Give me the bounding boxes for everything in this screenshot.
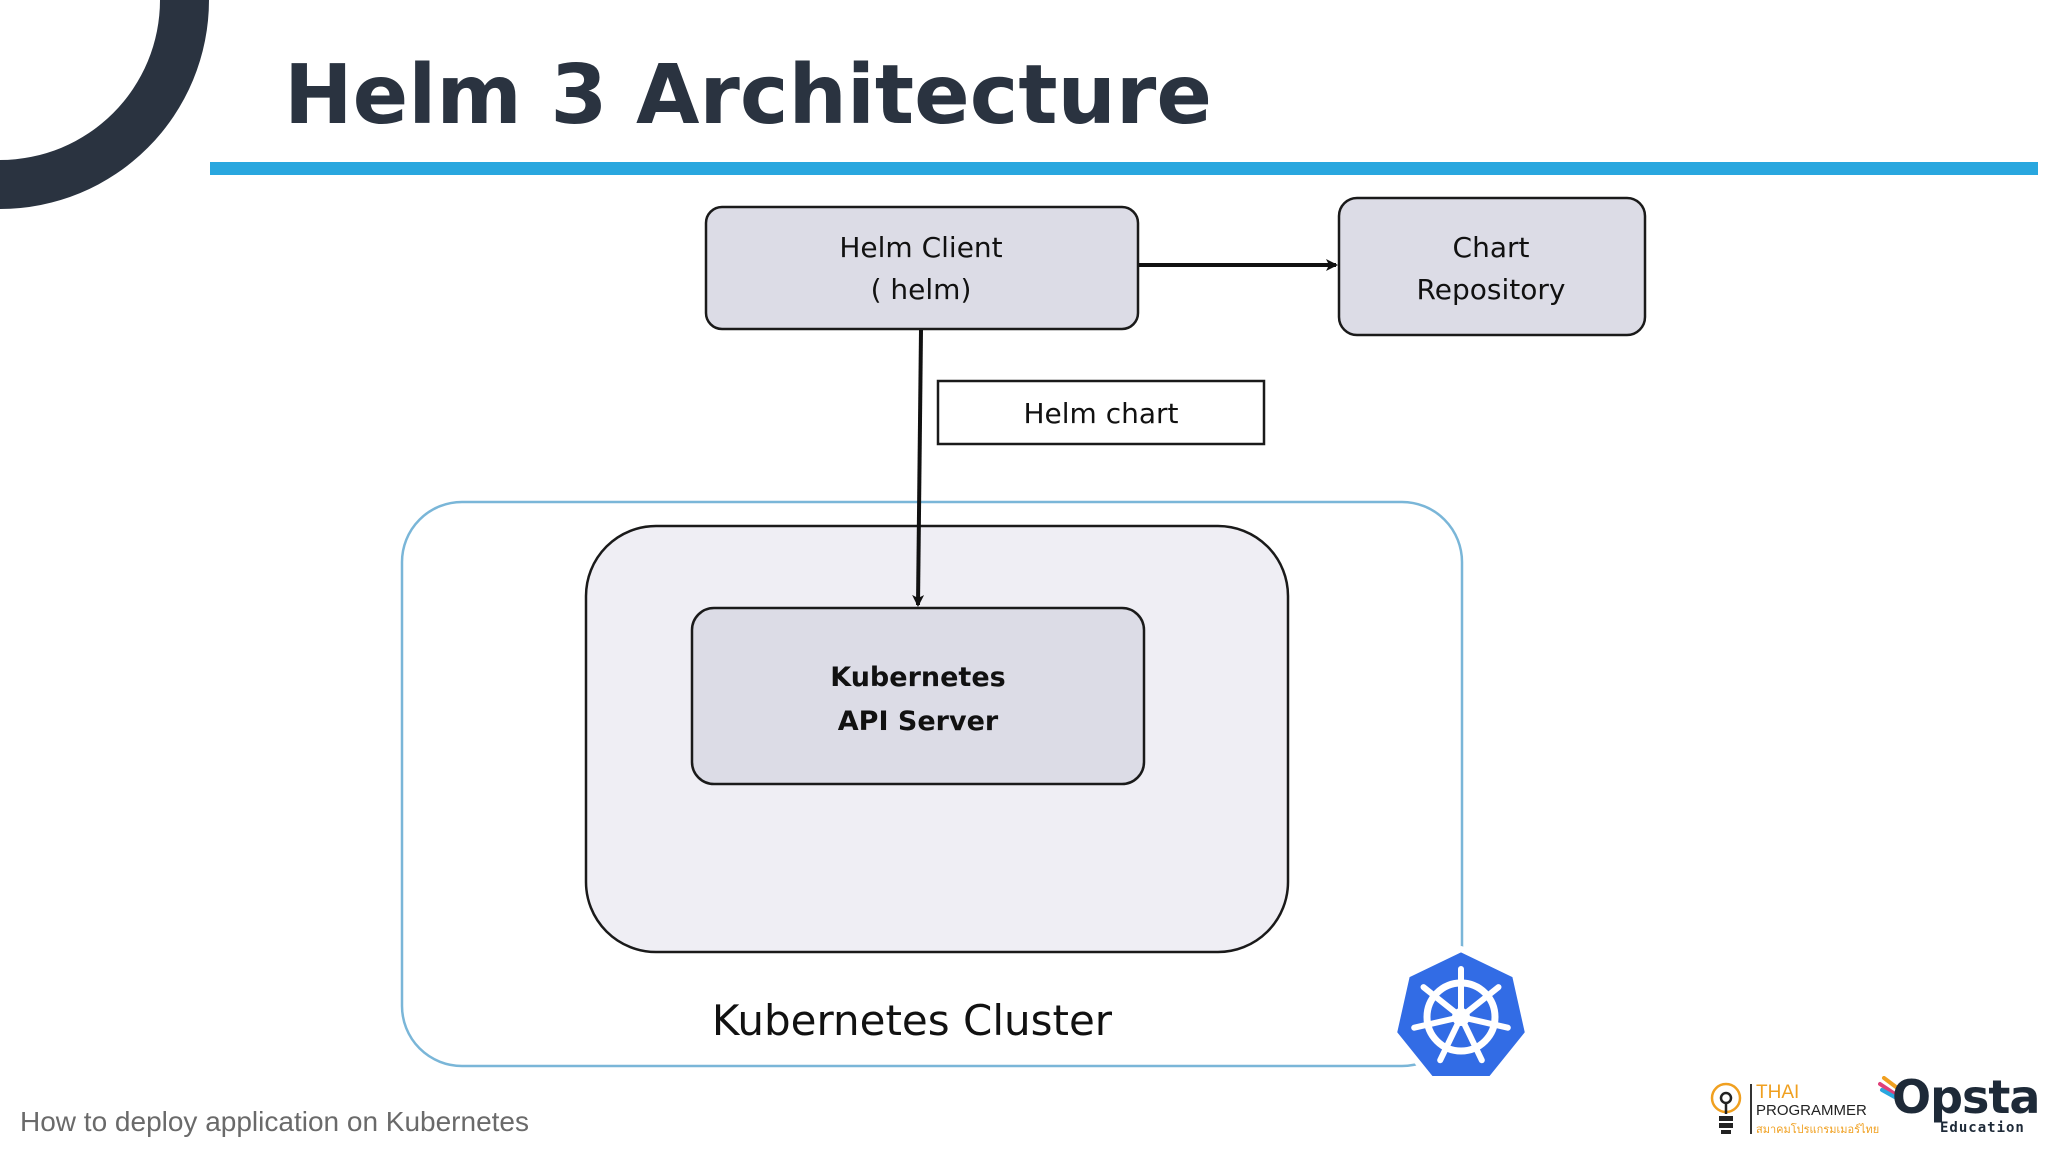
api-server-label-line2: API Server <box>838 706 999 737</box>
api-server-box <box>690 606 1146 786</box>
title-underline <box>210 162 2038 175</box>
corner-arc-decoration <box>0 0 209 209</box>
helm-client-box <box>704 205 1140 331</box>
opsta-swoosh-icon <box>1878 1076 1902 1102</box>
api-server-label-line1: Kubernetes <box>830 662 1005 693</box>
thai-programmer-logo: THAI PROGRAMMER สมาคมโปรแกรมเมอร์ไทย <box>1706 1080 1879 1136</box>
opsta-subtitle: Education <box>1940 1120 2025 1136</box>
chart-repository-label-line2: Repository <box>1417 273 1566 306</box>
thai-logo-programmer: PROGRAMMER <box>1756 1102 1867 1119</box>
thai-logo-divider <box>1750 1084 1752 1134</box>
kubernetes-cluster-label: Kubernetes Cluster <box>712 996 1113 1045</box>
helm-client-label-line2: ( helm) <box>871 273 972 306</box>
thai-logo-word: THAI <box>1756 1082 1800 1103</box>
chart-repository-box <box>1337 196 1647 337</box>
footer-caption: How to deploy application on Kubernetes <box>20 1106 530 1137</box>
kubernetes-wheel-icon <box>1391 946 1531 1082</box>
helm-client-label-line1: Helm Client <box>839 231 1002 264</box>
chart-repository-label-line1: Chart <box>1453 231 1530 264</box>
client-to-api-server-arrow <box>912 329 925 607</box>
page-title: Helm 3 Architecture <box>284 48 1212 143</box>
lightbulb-icon <box>1710 1082 1742 1134</box>
helm-chart-label: Helm chart <box>1023 397 1178 430</box>
opsta-wordmark: Opsta <box>1892 1070 2040 1124</box>
thai-logo-subtitle: สมาคมโปรแกรมเมอร์ไทย <box>1756 1124 1880 1136</box>
opsta-logo: Opsta Education <box>1878 1070 2048 1140</box>
helm-chart-box <box>936 379 1266 446</box>
